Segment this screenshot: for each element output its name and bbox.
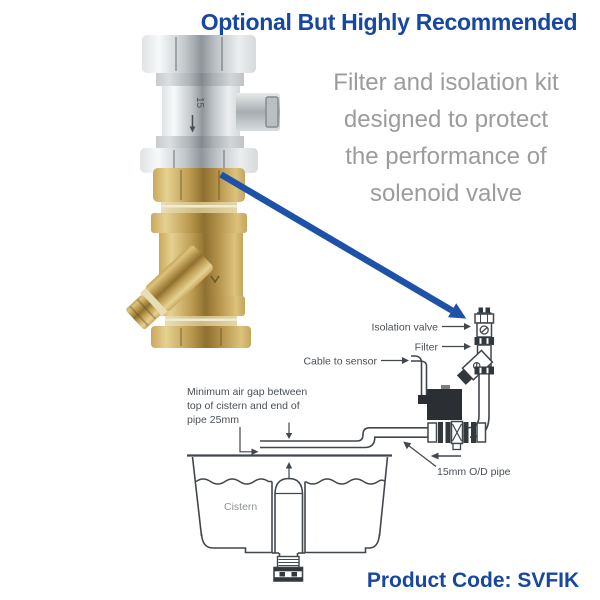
strainer-symbol (456, 349, 494, 385)
description-line: Filter and isolation kit (333, 69, 559, 96)
product-code: Product Code: SVFIK (366, 569, 580, 592)
diagram-labels: Isolation valve Filter Cable to sensor M… (187, 322, 511, 514)
leader-arrows (239, 323, 471, 480)
description-line: designed to protect (343, 106, 549, 133)
description-line: the performance of (345, 143, 547, 170)
isolation-valve-label: Isolation valve (371, 322, 438, 334)
cable-label: Cable to sensor (303, 356, 377, 368)
isolation-valve-photo: 15 (140, 35, 280, 173)
strainer-branch (126, 245, 213, 330)
chrome-valve-illustration: 15 (140, 35, 280, 173)
y-strainer-photo (126, 168, 251, 348)
page-title: Optional But Highly Recommended (200, 9, 578, 35)
description-line: solenoid valve (369, 180, 523, 207)
description-text: Filter and isolation kit designed to pro… (295, 64, 597, 212)
cistern (187, 454, 392, 554)
air-gap-note-line: pipe 25mm (187, 414, 239, 426)
solenoid-valve (418, 385, 487, 451)
pipework (260, 427, 429, 449)
water-line (195, 478, 272, 485)
water-line (305, 478, 385, 485)
brass-strainer-illustration (126, 168, 251, 348)
filter-label: Filter (415, 342, 439, 354)
pointer-arrow (219, 171, 467, 319)
isolation-filter-assembly (456, 307, 495, 438)
sensor-probe (271, 477, 306, 582)
sensor-cable (411, 355, 428, 395)
pipe-size-label: 15mm O/D pipe (437, 466, 511, 478)
flow-stamp-arrow (210, 275, 220, 284)
air-gap-note-line: top of cistern and end of (187, 400, 300, 412)
valve-size-marking: 15 (194, 97, 205, 109)
air-gap-note-line: Minimum air gap between (187, 386, 307, 398)
cistern-label: Cistern (224, 501, 257, 513)
